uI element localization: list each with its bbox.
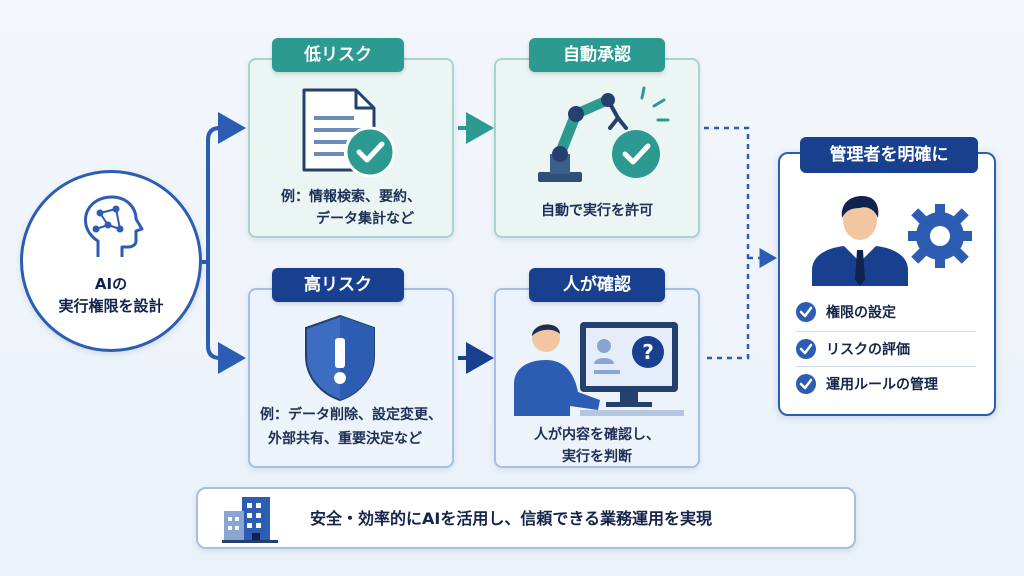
- branch-connector: [202, 126, 240, 360]
- high-risk-text-line1: 例：データ削除、設定変更、: [260, 407, 442, 423]
- human-check-tag: 人が確認: [529, 268, 665, 302]
- check-circle-icon: [796, 302, 816, 322]
- check-circle-icon: [796, 339, 816, 359]
- person-computer-icon: ?: [514, 322, 684, 416]
- manager-icon: [812, 196, 972, 286]
- svg-text:?: ?: [642, 340, 654, 364]
- human-check-text-line1: 人が内容を確認し、: [534, 427, 660, 443]
- admin-divider: [796, 331, 976, 332]
- auto-approve-text: 自動で実行を許可: [541, 203, 653, 219]
- admin-item-rules: 運用ルールの管理: [796, 369, 976, 399]
- building-icon: [222, 497, 278, 543]
- admin-divider: [796, 366, 976, 367]
- banner-text: 安全・効率的にAIを活用し、信頼できる業務運用を実現: [310, 509, 713, 528]
- ai-head-icon: [84, 195, 144, 257]
- high-risk-text-line2: 外部共有、重要決定など: [268, 431, 422, 447]
- check-circle-icon: [796, 374, 816, 394]
- gear-icon: [908, 204, 972, 268]
- admin-item-risk: リスクの評価: [796, 334, 976, 364]
- admin-tag: 管理者を明確に: [800, 137, 978, 173]
- ai-label-line2: 実行権限を設計: [58, 297, 164, 315]
- auto-approve-tag: 自動承認: [529, 38, 665, 72]
- low-risk-text-line1: 例：情報検索、要約、: [281, 189, 421, 205]
- human-check-text-line2: 実行を判断: [562, 449, 632, 465]
- dashed-to-admin: [704, 126, 770, 360]
- shield-alert-icon: [305, 314, 375, 402]
- document-check-icon: [302, 88, 396, 178]
- admin-item-label: 運用ルールの管理: [826, 377, 938, 393]
- ai-circle: AIの 実行権限を設計: [20, 170, 202, 352]
- low-risk-tag: 低リスク: [272, 38, 404, 72]
- low-risk-text-line2: データ集計など: [316, 211, 414, 227]
- admin-item-label: リスクの評価: [826, 342, 910, 358]
- admin-item-label: 権限の設定: [826, 305, 896, 321]
- robot-arm-icon: [538, 86, 670, 182]
- high-risk-tag: 高リスク: [272, 268, 404, 302]
- ai-label-line1: AIの: [94, 275, 128, 293]
- bottom-banner: [196, 487, 856, 549]
- admin-item-permission: 権限の設定: [796, 297, 976, 327]
